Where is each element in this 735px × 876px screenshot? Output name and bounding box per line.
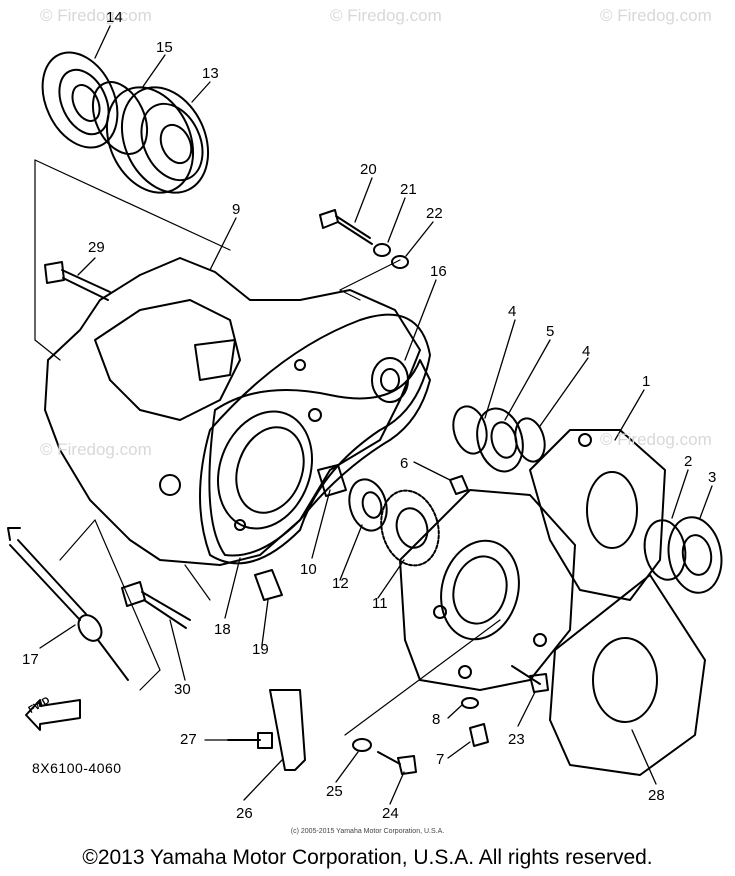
callout-11: 11 — [372, 595, 388, 612]
watermark: © Firedog.com — [40, 6, 152, 25]
callout-21: 21 — [400, 181, 417, 198]
washer-21 — [373, 243, 391, 257]
watermark: © Firedog.com — [40, 440, 152, 459]
oil-seal-4a — [452, 405, 488, 455]
bolt-30 — [121, 581, 191, 629]
bolt-29 — [44, 261, 111, 301]
oil-seal-2 — [643, 519, 687, 581]
crankcase-half — [399, 489, 576, 691]
leader-lines — [39, 25, 713, 805]
callout-30: 30 — [174, 681, 191, 698]
bolt-27 — [227, 732, 273, 749]
gear-11 — [380, 489, 440, 567]
callout-12: 12 — [332, 575, 349, 592]
callout-20: 20 — [360, 161, 377, 178]
watermark: © Firedog.com — [600, 430, 712, 449]
callout-7: 7 — [436, 751, 445, 768]
callout-29: 29 — [88, 239, 105, 256]
copyright-notice: ©2013 Yamaha Motor Corporation, U.S.A. A… — [82, 846, 653, 869]
case-cover-1 — [529, 429, 666, 601]
callout-3: 3 — [708, 469, 717, 486]
fwd-arrow-icon — [25, 699, 81, 731]
callout-28: 28 — [648, 787, 665, 804]
bearing-12 — [348, 478, 388, 532]
callout-27: 27 — [180, 731, 197, 748]
callout-8: 8 — [432, 711, 441, 728]
washer-25 — [352, 738, 372, 752]
bolt-20 — [319, 209, 373, 245]
callout-5: 5 — [546, 323, 555, 340]
callout-14: 14 — [106, 9, 123, 26]
callout-2: 2 — [684, 453, 693, 470]
dipstick-17 — [7, 527, 129, 681]
watermark: © Firedog.com — [600, 6, 712, 25]
callout-23: 23 — [508, 731, 525, 748]
callout-15: 15 — [156, 39, 173, 56]
dowel-pin-19 — [254, 569, 283, 601]
callout-10: 10 — [300, 561, 317, 578]
circlip-15 — [91, 81, 149, 155]
callout-13: 13 — [202, 65, 219, 82]
oil-seal-4b — [514, 417, 546, 463]
callout-24: 24 — [382, 805, 399, 822]
crankcase-9 — [44, 257, 431, 566]
part-code: 8X6100-4060 — [32, 760, 122, 776]
callout-22: 22 — [426, 205, 443, 222]
small-copyright: (c) 2005-2015 Yamaha Motor Corporation, … — [290, 828, 445, 835]
bearing-13 — [105, 86, 210, 194]
callout-9: 9 — [232, 201, 241, 218]
bearing-16 — [371, 357, 409, 403]
washer-22 — [391, 255, 409, 269]
callout-19: 19 — [252, 641, 269, 658]
screw-7 — [469, 723, 489, 747]
callout-1: 1 — [642, 373, 651, 390]
oil-seal-14 — [41, 51, 119, 149]
callout-25: 25 — [326, 783, 343, 800]
washer-8 — [461, 697, 479, 709]
callout-18: 18 — [214, 621, 231, 638]
callout-16: 16 — [430, 263, 447, 280]
bearing-3 — [667, 516, 723, 594]
dowel-pin-10 — [317, 464, 347, 497]
bolt-24 — [377, 751, 417, 775]
callout-26: 26 — [236, 805, 253, 822]
callout-4: 4 — [508, 303, 517, 320]
screw-6 — [449, 475, 469, 495]
watermark: © Firedog.com — [330, 6, 442, 25]
bolt-23 — [511, 665, 549, 693]
callout-6: 6 — [400, 455, 409, 472]
callout-17: 17 — [22, 651, 39, 668]
gasket-18 — [199, 313, 431, 565]
gasket-28 — [549, 574, 706, 776]
callout-4: 4 — [582, 343, 591, 360]
bracket-26 — [269, 689, 306, 771]
